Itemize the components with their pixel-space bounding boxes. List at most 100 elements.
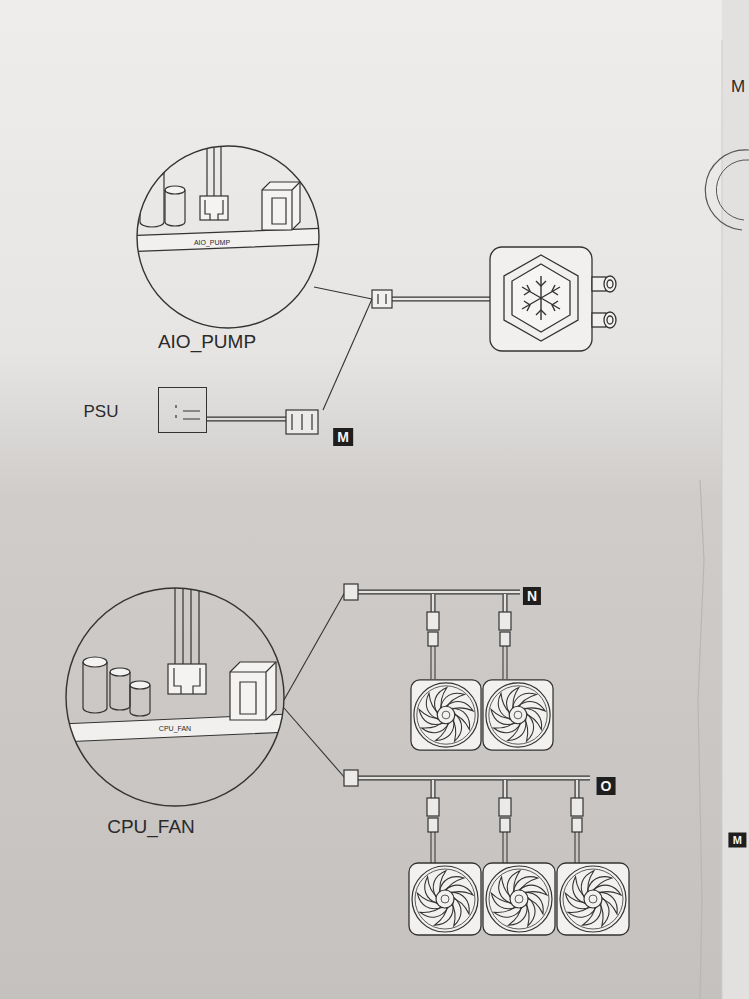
- motherboard-inset: [120, 228, 330, 252]
- inset-outline: [136, 145, 320, 329]
- pump-block: [604, 276, 616, 292]
- psu-cable: [176, 405, 200, 419]
- leader-line: [284, 287, 372, 778]
- pump-block: [607, 280, 613, 288]
- motherboard-inset: [205, 200, 223, 220]
- fan-harness: [358, 777, 590, 780]
- psu-label: PSU: [84, 403, 119, 420]
- fan-harness: [358, 591, 520, 594]
- fan-harness: [575, 780, 580, 798]
- pump-block: [524, 285, 558, 311]
- pump-block: [536, 281, 546, 315]
- psu-cable: [292, 414, 312, 430]
- psu-box: PSU: [158, 387, 207, 433]
- fan-harness: [504, 594, 507, 612]
- fan-harness: [431, 780, 436, 798]
- fan-harness: [507, 646, 508, 679]
- fan-harness: [344, 770, 358, 786]
- motherboard-inset: [262, 182, 300, 230]
- motherboard-inset: [130, 685, 150, 716]
- motherboard-inset: [230, 662, 276, 720]
- fan-harness: [504, 780, 507, 798]
- fan-harness: [427, 612, 439, 630]
- callout-number: M: [729, 833, 746, 848]
- fan-harness: [499, 612, 511, 630]
- pump-block: [490, 247, 616, 351]
- fan-harness: [358, 590, 520, 595]
- paper-background: [705, 150, 749, 230]
- motherboard-inset: [207, 146, 221, 196]
- motherboard-inset: [200, 196, 228, 220]
- pump-block: [512, 264, 570, 332]
- fan-harness: [432, 780, 435, 798]
- motherboard-inset: [83, 662, 107, 713]
- port-heading: CPU_FAN: [107, 817, 195, 836]
- fan-harness: [575, 832, 576, 863]
- pump-block: [490, 247, 592, 351]
- motherboard-inset: [174, 668, 200, 694]
- fan-harness: [431, 646, 432, 679]
- motherboard-inset: [110, 672, 130, 710]
- paper-background: [722, 40, 723, 999]
- motherboard-inset: [272, 198, 286, 224]
- motherboard-inset: [120, 150, 330, 236]
- fan-harness: [344, 584, 358, 600]
- pump-block: [522, 276, 560, 320]
- fan: [483, 680, 553, 750]
- pump-block: [524, 285, 558, 311]
- fan-harness: [500, 632, 510, 646]
- inset-outline: [66, 588, 284, 806]
- motherboard-inset: [230, 662, 276, 720]
- motherboard-inset: [83, 657, 107, 667]
- fan: [483, 863, 555, 935]
- fan-harness: [427, 798, 439, 816]
- header-label: CPU_FAN: [159, 725, 191, 732]
- psu-cable: [207, 418, 286, 421]
- motherboard-inset: [110, 668, 130, 676]
- pump-block: [604, 312, 616, 328]
- callout-number: O: [597, 777, 616, 795]
- pump-cable: [392, 298, 490, 301]
- callout-number: N: [523, 587, 541, 605]
- pump-cable: [372, 290, 392, 308]
- leader-line: [314, 287, 372, 299]
- paper-background: [698, 480, 704, 999]
- motherboard-inset: [118, 192, 138, 200]
- fan-harness: [431, 832, 432, 863]
- motherboard-inset: [165, 190, 185, 226]
- fan-harness: [499, 798, 511, 816]
- psu-cable: [207, 417, 286, 422]
- header-label: AIO_PUMP: [194, 239, 230, 246]
- motherboard-inset: [175, 585, 199, 664]
- fan-harness: [503, 780, 508, 798]
- pump-cable: [378, 294, 386, 304]
- motherboard-inset: [140, 172, 164, 227]
- fan-harness: [571, 798, 583, 816]
- fan: [409, 680, 629, 935]
- pump-cable: [392, 297, 490, 302]
- fan: [409, 863, 481, 935]
- paper-background: [716, 160, 749, 220]
- leader-line: [284, 592, 345, 700]
- pump-cable: [372, 290, 490, 308]
- fan-harness: [578, 778, 590, 779]
- fan-harness: [572, 818, 582, 832]
- inset-outline: [137, 146, 319, 328]
- callout-letter: M: [731, 78, 745, 95]
- pump-block: [504, 255, 578, 341]
- fan-harness: [344, 770, 590, 863]
- fan-harness: [503, 646, 504, 679]
- fan: [557, 863, 629, 935]
- inset-outline: [65, 587, 285, 807]
- fan-harness: [503, 594, 508, 612]
- motherboard-inset: [262, 182, 300, 230]
- pump-block: [607, 316, 613, 324]
- motherboard-inset: [240, 682, 256, 714]
- fan-harness: [435, 832, 436, 863]
- port-heading: AIO_PUMP: [158, 332, 256, 351]
- fan-harness: [428, 632, 438, 646]
- fan: [411, 680, 481, 750]
